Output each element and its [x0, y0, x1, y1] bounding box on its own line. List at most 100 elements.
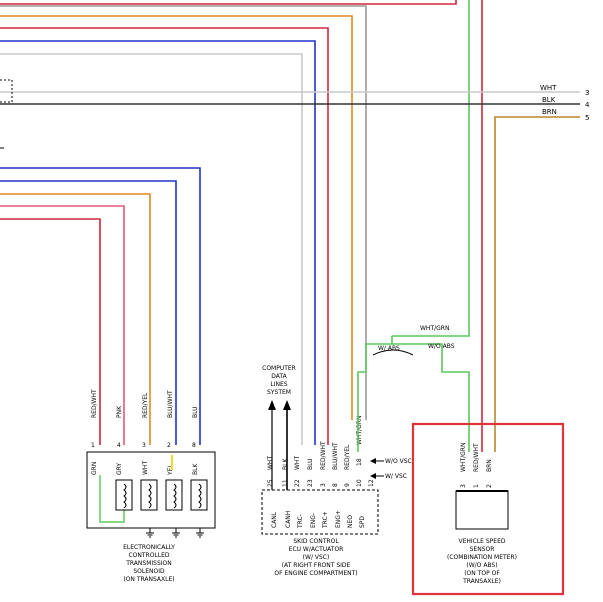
ecu-pin-18: 18 — [356, 458, 363, 466]
wire-redwht-solenoid — [0, 218, 101, 445]
pin-3-sol: 3 — [142, 442, 146, 449]
ecu-pin-23: 23 — [307, 479, 314, 487]
sol-internal-yel: YEL — [167, 464, 174, 476]
solenoid-caption-line-1: ELECTRONICALLY — [123, 544, 175, 551]
ecu-term-eng-plus: ENG+ — [335, 510, 342, 528]
w-abs-bracket — [372, 349, 414, 356]
wire-green-w-abs — [357, 336, 393, 452]
label-redwht: RED/WHT — [91, 389, 98, 418]
arrow-up-icon — [268, 400, 276, 410]
sensor-outline — [455, 490, 509, 530]
pin-5-right: 5 — [585, 114, 589, 122]
sensor-caption-line-6: TRANSAXLE) — [462, 578, 501, 585]
wo-abs-label: W/O ABS — [428, 343, 455, 350]
partial-connector — [0, 79, 13, 103]
ecu-term-trc-plus: TRC+ — [322, 511, 329, 529]
label-pnk: PNK — [116, 405, 123, 418]
ecu-caption-line-2: ECU W/ACTUATOR — [289, 546, 344, 553]
wire-bluwht-solenoid — [0, 180, 177, 445]
cdl-line-3: LINES — [270, 381, 287, 388]
solenoid-caption: ELECTRONICALLY CONTROLLED TRANSMISSION S… — [123, 544, 175, 583]
wo-vsc-label: W/O VSC — [385, 458, 412, 465]
green-internal-wire — [99, 475, 125, 523]
coils — [115, 479, 208, 511]
ecu-wire-labels: WHT BLK WHT BLU RED/WHT BLU/WHT RED/YEL … — [267, 416, 363, 470]
wire-blu-solenoid — [0, 167, 201, 445]
ecu-term-canh: CANH — [285, 511, 292, 528]
ecu-pin-12: 12 — [368, 479, 375, 487]
sensor-pin-2: 2 — [486, 484, 493, 488]
ecu-term-spd: SPD — [359, 516, 366, 528]
ecu-caption: SKID CONTROL ECU W/ACTUATOR (W/ VSC) (AT… — [274, 538, 357, 577]
ecu-wire-whtgrn: WHT/GRN — [356, 416, 363, 445]
ground-icon — [196, 528, 204, 538]
sol-internal-grn: GRN — [91, 462, 98, 475]
ecu-wire-wht-2: WHT — [294, 456, 301, 470]
sol-internal-blk: BLK — [192, 463, 199, 475]
right-connector-wires: WHT BLK BRN 3 4 5 — [0, 84, 590, 452]
w-vsc-label: W/ VSC — [385, 473, 407, 480]
label-bluwht: BLU/WHT — [167, 390, 174, 418]
solenoid-caption-line-2: CONTROLLED — [128, 552, 169, 559]
coil-winding-1 — [123, 483, 127, 509]
ground-symbols — [146, 528, 204, 538]
ecu-wire-redyel: RED/YEL — [344, 444, 351, 470]
wire-red-right — [0, 0, 457, 5]
sensor-wire-redwht: RED/WHT — [473, 443, 480, 472]
wire-blue-top — [0, 40, 316, 445]
ecu-pin-11: 11 — [282, 479, 289, 487]
sensor-caption-line-4: (W/O ABS) — [466, 562, 497, 569]
sensor-pin-3: 3 — [460, 484, 467, 488]
ecu-pin-25: 25 — [267, 479, 274, 487]
wire-label-blk: BLK — [542, 96, 556, 104]
arrow-left-icon — [370, 473, 376, 479]
ecu-box: CANL CANH TRC- ENG- TRC+ ENG+ NEO SPD — [261, 489, 379, 535]
pin-8-sol: 8 — [192, 442, 196, 449]
solenoid-caption-line-3: TRANSMISSION — [125, 560, 172, 567]
sensor-wire-brn: BRN — [486, 459, 493, 472]
ecu-pin-22: 22 — [294, 479, 301, 487]
left-connector-fragment — [0, 79, 13, 149]
solenoid-box: GRN GRY WHT YEL BLK — [86, 451, 216, 538]
cdl-line-4: SYSTEM — [267, 389, 291, 396]
ecu-pin-numbers: 25 11 22 23 3 8 9 10 18 12 — [267, 458, 375, 487]
abs-labels: WHT/GRN W/ ABS W/O ABS — [372, 325, 455, 356]
ecu-term-eng-minus: ENG- — [310, 513, 317, 528]
solenoid-caption-line-4: SOLENOID — [133, 568, 165, 575]
wire-green-wo-abs — [392, 343, 470, 452]
ecu-pin-9: 9 — [344, 483, 351, 487]
ecu-term-canl: CANL — [271, 511, 278, 528]
wire-pink-solenoid — [0, 205, 125, 445]
wire-brn-horizontal — [494, 116, 580, 452]
sensor-caption-line-1: VEHICLE SPEED — [458, 538, 505, 545]
solenoid-caption-line-5: (ON TRANSAXLE) — [123, 576, 174, 583]
coil-1 — [115, 479, 133, 511]
ecu-caption-line-4: (AT RIGHT FRONT SIDE — [282, 562, 351, 569]
sensor-caption: VEHICLE SPEED SENSOR (COMBINATION METER)… — [447, 538, 517, 585]
ground-icon — [146, 528, 154, 538]
ecu-pin-8: 8 — [332, 483, 339, 487]
sensor-pin-1: 1 — [473, 484, 480, 488]
label-redyel: RED/YEL — [142, 392, 149, 418]
wire-green-right — [392, 0, 470, 337]
pin-1-sol: 1 — [91, 442, 95, 449]
solenoid-outline — [86, 451, 216, 529]
ecu-pin-3: 3 — [320, 483, 327, 487]
coil-3 — [165, 479, 183, 511]
wire-label-wht: WHT — [540, 84, 557, 92]
sensor-box — [455, 490, 509, 530]
ecu-caption-line-5: OF ENGINE COMPARTMENT) — [274, 570, 357, 577]
ecu-caption-line-1: SKID CONTROL — [293, 538, 339, 545]
wire-orange-solenoid — [0, 193, 151, 445]
ecu-wire-blk: BLK — [282, 458, 289, 470]
wire-orange-top — [0, 15, 353, 420]
w-abs-label: W/ ABS — [378, 345, 400, 352]
wire-red-top — [0, 27, 329, 445]
cdl-line-2: DATA — [271, 373, 287, 380]
coil-winding-2 — [148, 483, 152, 509]
coil-winding-4 — [198, 483, 202, 509]
vsc-indicators: W/O VSC W/ VSC — [370, 458, 412, 480]
computer-data-lines: COMPUTER DATA LINES SYSTEM — [262, 365, 296, 490]
coil-4 — [190, 479, 208, 511]
